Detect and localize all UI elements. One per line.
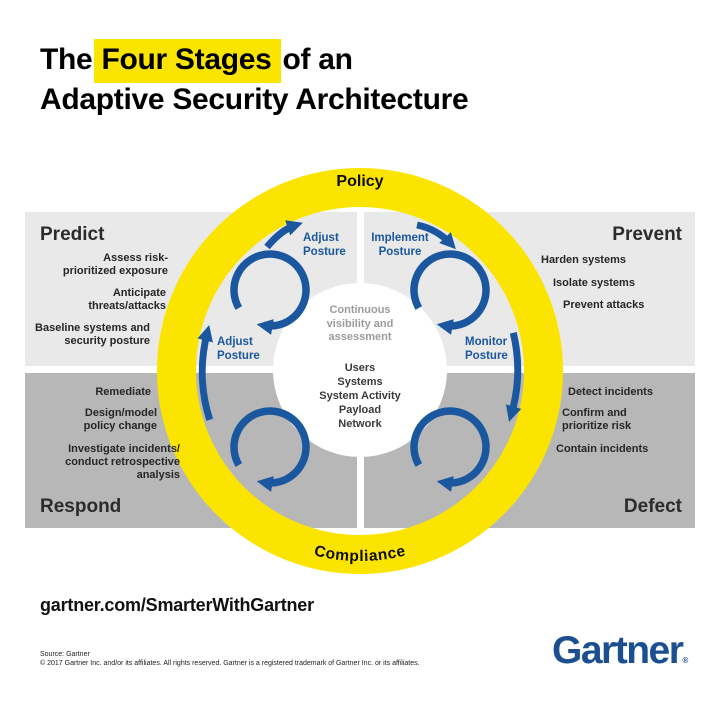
title-post: of an [282,43,353,76]
implement-posture-arrow [416,221,456,250]
cycle-arrow-bottom-right [410,407,490,492]
posture-label-left: Adjust Posture [217,336,260,362]
center-item: Payload [338,404,382,416]
posture-label-right: Monitor Posture [465,336,508,362]
registered-mark-icon: ® [682,656,689,665]
defect-item: Detect incidents [568,386,653,398]
cycle-arrow-bottom-left [230,407,310,492]
prevent-heading: Prevent [612,224,682,245]
predict-item: Anticipate threats/attacks [88,287,166,312]
title-line-2: Adaptive Security Architecture [40,83,469,116]
monitor-posture-side-arrow [505,331,522,422]
center-item: Systems [337,376,383,388]
defect-item: Contain incidents [556,443,649,455]
defect-item: Confirm and prioritize risk [562,407,632,432]
copyright-note: © 2017 Gartner Inc. and/or its affiliate… [40,660,420,667]
prevent-item: Prevent attacks [563,299,645,311]
predict-item: Assess risk- prioritized exposure [62,252,168,277]
center-item: Users [344,362,376,374]
prevent-item: Harden systems [541,254,626,266]
posture-label-top-left: Adjust Posture [303,232,346,258]
predict-heading: Predict [40,224,105,245]
policy-compliance-ring [157,168,563,574]
adjust-posture-side-arrow [197,325,214,421]
cycle-arrow-top-right [410,250,490,335]
respond-item: Design/model policy change [83,407,157,432]
gartner-logo-text: Gartner [552,629,684,672]
cycle-arrow-top-left [230,250,310,335]
title-pre: The [40,43,93,76]
source-note: Source: Gartner [40,651,90,658]
gartner-logo: Gartner® [552,629,688,673]
policy-label: Policy [336,173,384,190]
adjust-posture-arrow [264,220,303,250]
center-items: Users Systems System Activity Payload Ne… [250,361,470,431]
gartner-url: gartner.com/SmarterWithGartner [40,595,314,615]
defect-heading: Defect [623,496,682,517]
predict-item: Baseline systems and security posture [35,322,150,347]
center-circle [273,283,447,457]
prevent-item: Isolate systems [553,277,635,289]
center-subtitle: Continuous visibility and assessment [326,304,394,343]
respond-heading: Respond [40,496,122,517]
center-item: System Activity [319,390,401,402]
respond-item: Remediate [95,386,151,398]
posture-label-top-right: Implement Posture [371,232,429,258]
title-highlight: Four Stages [94,39,281,83]
compliance-label: Compliance [313,543,408,565]
respond-item: Investigate incidents/ conduct retrospec… [65,443,180,481]
center-item: Network [338,418,382,430]
